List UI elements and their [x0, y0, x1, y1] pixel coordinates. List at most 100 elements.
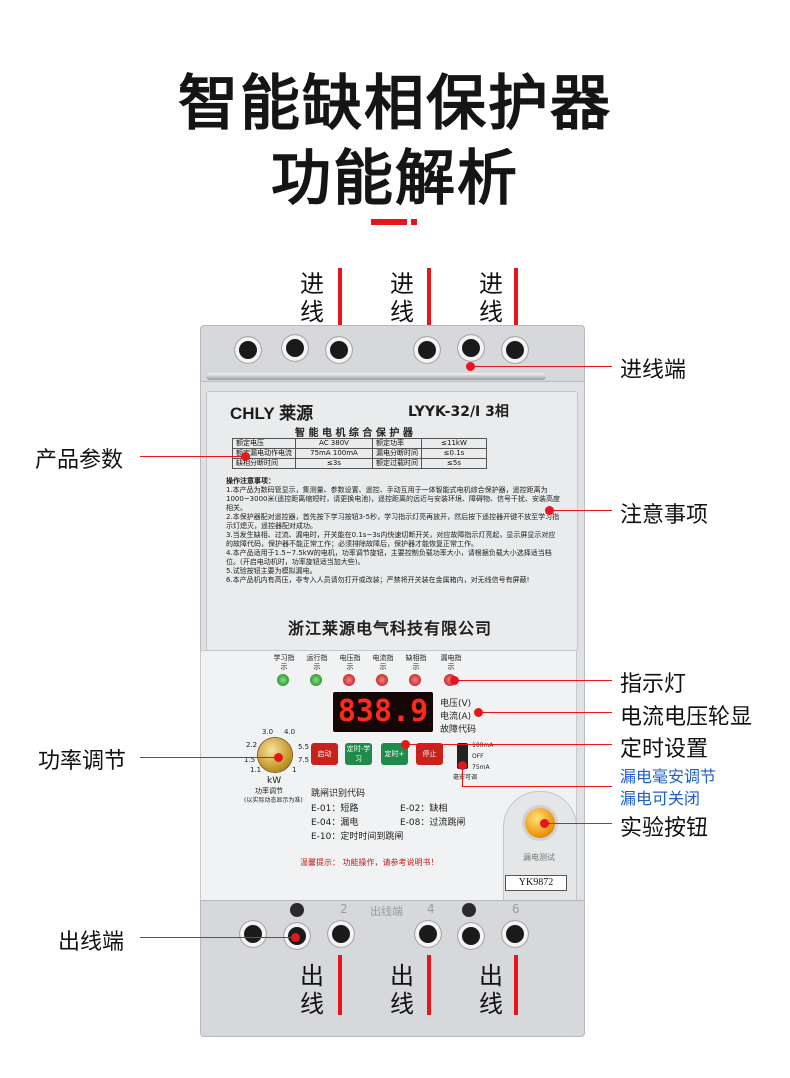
callout-dot: [291, 933, 300, 942]
callout-dot: [401, 740, 410, 749]
output-wire-2: [427, 955, 431, 1015]
knob-tick: 7.5: [298, 756, 310, 764]
callout-input-terminal: 进线端: [620, 358, 687, 383]
note-item: 5.试验按钮主要为模拟漏电。: [226, 567, 317, 575]
spec-cell: 漏电分断时间: [372, 448, 422, 459]
callout-dot: [474, 708, 483, 717]
output-screw-hole: [502, 921, 528, 947]
input-screw-hole: [502, 337, 528, 363]
knob-tick: 3.0: [262, 728, 274, 736]
indicator-label-current: 电流指示: [372, 654, 394, 671]
callout-test-button: 实验按钮: [620, 816, 709, 841]
note-item: 3.当发生缺相、过流、漏电时，开关能在0.1s~3s内快速切断开关，对应故障指示…: [226, 531, 556, 548]
indicator-label-phase-loss: 缺相指示: [405, 654, 427, 671]
leakage-ma-switch[interactable]: [457, 743, 468, 769]
callout-line: [140, 937, 295, 938]
company-name: 浙江莱源电气科技有限公司: [287, 619, 492, 638]
fault-code-item: E-08：过流跳闸: [400, 818, 466, 828]
test-label: 漏电测试: [523, 853, 555, 862]
input-label-3: 进线: [479, 270, 503, 326]
phase-protector-device: CHLY 莱源 LYYK-32/I 3相 智 能 电 机 综 合 保 护 器 额…: [200, 325, 585, 1037]
callout-line: [550, 510, 612, 511]
notes-title: 操作注意事项：: [226, 477, 275, 485]
stop-button[interactable]: 停止: [416, 743, 443, 765]
indicator-label-voltage: 电压指示: [339, 654, 361, 671]
spec-row: 额定漏电动作电流 75mA 100mA 漏电分断时间 ≤0.1s: [232, 448, 487, 459]
knob-unit: kW: [267, 776, 282, 786]
output-label-2: 出线: [390, 962, 414, 1018]
fault-code-item: E-10：定时时间到跳闸: [311, 832, 404, 842]
callout-line: [455, 680, 612, 681]
fault-code-item: E-01：短路: [311, 804, 359, 814]
phase-loss-indicator-led: [409, 674, 421, 686]
output-label-3: 出线: [479, 962, 503, 1018]
bottom-terminal-block: [200, 900, 585, 1037]
page-title-line1: 智能缺相保护器: [178, 69, 612, 139]
voltage-indicator-led: [343, 674, 355, 686]
input-screw-hole: [414, 337, 440, 363]
title-underline: [371, 219, 407, 225]
learn-indicator-led: [277, 674, 289, 686]
callout-line: [462, 786, 612, 787]
callout-dot: [540, 819, 549, 828]
knob-tick: 1: [292, 766, 297, 774]
switch-option-100ma: 100mA: [472, 742, 494, 749]
output-wire-1: [338, 955, 342, 1015]
output-small-hole: [462, 903, 476, 917]
output-screw-hole: [328, 921, 354, 947]
input-screw-hole: [235, 337, 261, 363]
knob-tick: 1.1: [250, 766, 262, 774]
output-wire-3: [514, 955, 518, 1015]
callout-current-voltage: 电流电压轮显: [620, 705, 753, 730]
input-wire-1: [338, 268, 342, 328]
warm-tip: 温馨提示： 功能操作，请参考说明书！: [300, 858, 439, 867]
antenna: [206, 373, 546, 380]
digital-display: 838.9: [333, 692, 433, 732]
terminal-number: 2: [340, 902, 348, 916]
start-button[interactable]: 启动: [311, 743, 338, 765]
model-number: LYYK-32/I 3相: [408, 404, 509, 420]
current-indicator-led: [376, 674, 388, 686]
brand-logo: CHLY 莱源: [230, 404, 314, 423]
output-screw-hole: [458, 923, 484, 949]
knob-tick: 4.0: [284, 728, 296, 736]
callout-line: [140, 757, 278, 758]
input-wire-2: [427, 268, 431, 328]
indicator-label-leakage: 漏电指示: [440, 654, 462, 671]
product-label-panel: [206, 391, 578, 651]
timer-plus-button[interactable]: 定时+: [381, 743, 408, 765]
callout-dot: [458, 761, 467, 770]
display-label-current: 电流(A): [440, 712, 472, 722]
indicator-label-run: 运行指示: [306, 654, 328, 671]
device-subtitle: 智 能 电 机 综 合 保 护 器: [295, 428, 413, 439]
display-label-voltage: 电压(V): [440, 699, 472, 709]
knob-tick: 2.2: [246, 741, 258, 749]
input-screw-hole: [282, 335, 308, 361]
callout-leak-off: 漏电可关闭: [620, 789, 701, 808]
fault-code-title: 跳闸识别代码: [311, 789, 366, 799]
output-screw-hole: [240, 921, 266, 947]
callout-line: [406, 744, 612, 745]
spec-cell: ≤5s: [421, 458, 487, 469]
callout-dot: [466, 362, 475, 371]
input-screw-hole: [326, 337, 352, 363]
input-wire-3: [514, 268, 518, 328]
output-small-hole: [290, 903, 304, 917]
spec-row: 缺相分断时间 ≤3s 额定过载时间 ≤5s: [232, 458, 487, 469]
serial-number: YK9872: [505, 875, 567, 891]
callout-product-params: 产品参数: [35, 448, 124, 473]
timer-minus-learn-button[interactable]: 定时-学习: [345, 743, 372, 765]
page-title-line2: 功能解析: [271, 144, 519, 214]
callout-dot: [545, 506, 554, 515]
note-item: 6.本产品机内有高压，非专入人员请勿打开或改装；严禁将开关装在金属箱内，对无线信…: [226, 576, 530, 584]
callout-line: [140, 456, 245, 457]
callout-indicator: 指示灯: [620, 672, 687, 697]
input-screw-hole: [458, 335, 484, 361]
spec-table: 额定电压 AC 380V 额定功率 ≤11kW 额定漏电动作电流 75mA 10…: [232, 438, 487, 469]
callout-power-adjust: 功率调节: [38, 749, 127, 774]
knob-tick: 5.5: [298, 743, 310, 751]
spec-cell: 额定过载时间: [372, 458, 422, 469]
callout-line: [545, 823, 612, 824]
spec-cell: 额定功率: [372, 438, 422, 449]
spec-cell: ≤3s: [295, 458, 373, 469]
